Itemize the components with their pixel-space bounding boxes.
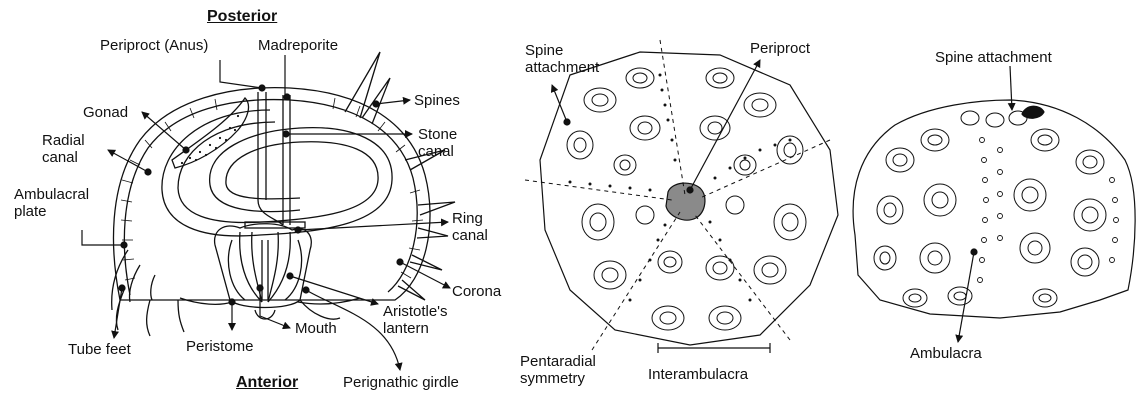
peristome-label: Peristome: [186, 338, 254, 355]
lateral-pointers: [958, 66, 1012, 342]
radial-canal-line1: Radial: [42, 132, 85, 149]
pentaradial-symmetry-line2: symmetry: [520, 370, 596, 387]
test-wall-inner: [124, 100, 417, 295]
ambulacral-plate-label: Ambulacral plate: [14, 186, 89, 220]
ring-canal-line2: canal: [452, 227, 488, 244]
tube-feet-label: Tube feet: [68, 341, 131, 358]
pentaradial-symmetry-line1: Pentaradial: [520, 353, 596, 370]
periproct-anus-label: Periproct (Anus): [100, 37, 208, 54]
aboral-spine-attachment-line2: attachment: [525, 59, 599, 76]
spines-label: Spines: [414, 92, 460, 109]
lateral-pores: [978, 138, 1119, 283]
madreporite-label: Madreporite: [258, 37, 338, 54]
pentaradial-symmetry-label: Pentaradial symmetry: [520, 353, 596, 387]
spine-base-black: [1022, 106, 1044, 118]
anterior-label: Anterior: [236, 374, 298, 391]
ring-canal-label: Ring canal: [452, 210, 488, 244]
periproct-label: Periproct: [750, 40, 810, 57]
wall-hatching: [121, 98, 423, 280]
aristotles-lantern-line1: Aristotle's: [383, 303, 448, 320]
lateral-plates: [874, 111, 1106, 307]
ambulacra-label: Ambulacra: [910, 345, 982, 362]
aboral-spine-attachment-label: Spine attachment: [525, 42, 599, 76]
gonad-label: Gonad: [83, 104, 128, 121]
stone-canal-line1: Stone: [418, 126, 457, 143]
ring-canal-line1: Ring: [452, 210, 488, 227]
tube-feet-shapes: [112, 250, 184, 336]
aristotles-lantern-line2: lantern: [383, 320, 448, 337]
longitudinal-section: [112, 52, 455, 336]
lateral-view: [853, 100, 1135, 318]
intestine-inner: [178, 122, 378, 223]
lateral-outline: [853, 100, 1135, 318]
radial-canal-line2: canal: [42, 149, 85, 166]
radial-canal-label: Radial canal: [42, 132, 85, 166]
stone-canal-label: Stone canal: [418, 126, 457, 160]
ambulacral-plate-line2: plate: [14, 203, 89, 220]
lateral-spine-attachment-label: Spine attachment: [935, 49, 1052, 66]
intestine: [162, 110, 392, 236]
aristotles-lantern-label: Aristotle's lantern: [383, 303, 448, 337]
ambulacral-plate-line1: Ambulacral: [14, 186, 89, 203]
interambulacra-label: Interambulacra: [648, 366, 748, 383]
aristotles-lantern-shape: [215, 224, 312, 319]
mouth-label: Mouth: [295, 320, 337, 337]
perignathic-girdle-label: Perignathic girdle: [343, 374, 459, 391]
stone-canal-line2: canal: [418, 143, 457, 160]
test-wall-outer: [113, 88, 430, 300]
corona-label: Corona: [452, 283, 501, 300]
aboral-view: [525, 40, 838, 350]
periproct-center: [666, 183, 705, 220]
aboral-spine-attachment-line1: Spine: [525, 42, 599, 59]
posterior-label: Posterior: [207, 8, 277, 25]
